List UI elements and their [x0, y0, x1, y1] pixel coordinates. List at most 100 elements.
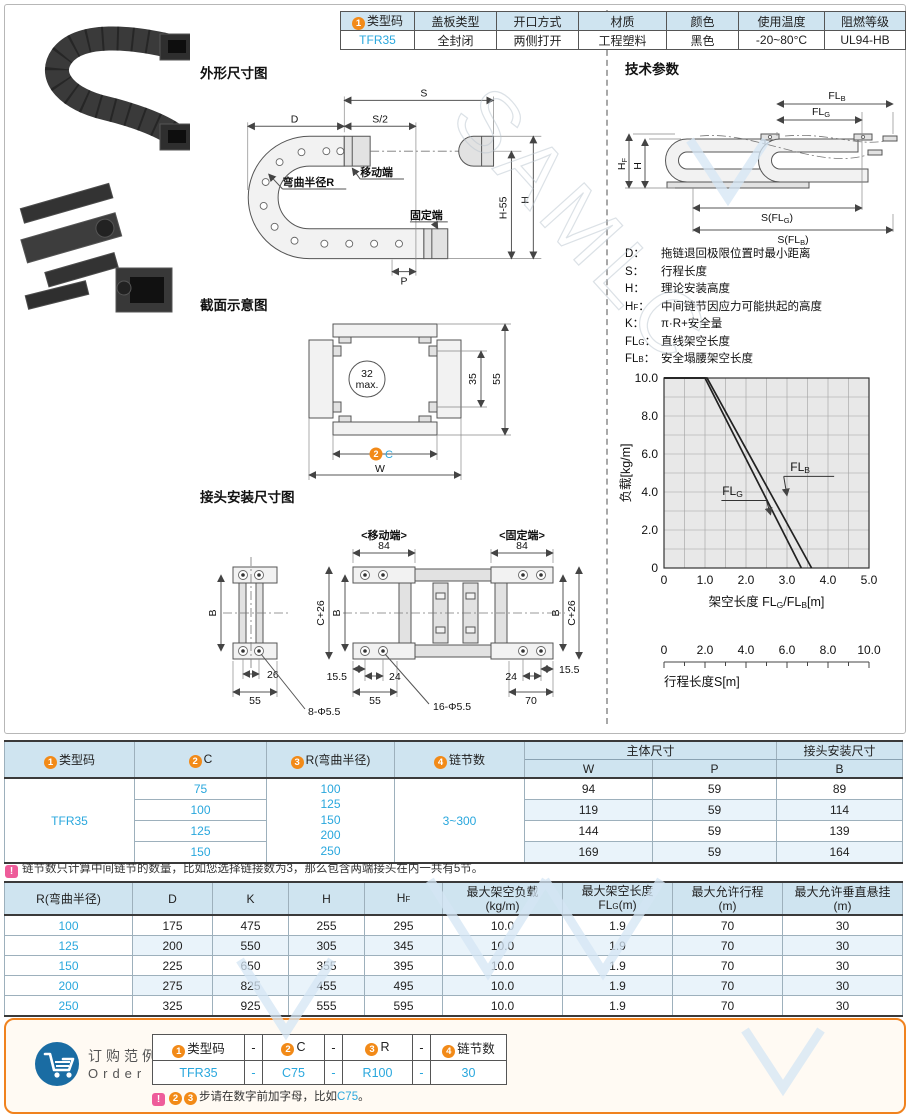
- cart-icon: [35, 1042, 79, 1086]
- definition-row: FLB：安全塌腰架空长度: [625, 353, 753, 365]
- header-cell: HF: [364, 881, 443, 916]
- dim-c26-left: C+26: [315, 600, 327, 626]
- dim-84-right: 84: [516, 540, 528, 552]
- dim-70: 70: [525, 695, 537, 707]
- header-cell: 开口方式: [496, 11, 579, 31]
- dim-p: P: [400, 277, 407, 288]
- cross-c-label: C: [385, 449, 393, 461]
- link-count-cell[interactable]: 3~300: [394, 777, 525, 864]
- header-cell: -: [412, 1034, 431, 1061]
- section-divider: [606, 10, 608, 724]
- dim-s-flg: S(FLG): [761, 212, 793, 225]
- header-cell: 盖板类型: [414, 11, 497, 31]
- header-cell: -: [324, 1034, 343, 1061]
- cell: 59: [651, 841, 778, 864]
- r-value-cell[interactable]: 150: [4, 955, 133, 976]
- cross-section-diagram: 32 max. 35 55 2 C W: [308, 323, 511, 480]
- cell: 10.0: [442, 955, 563, 976]
- cross-circle-max: max.: [356, 379, 379, 391]
- cell: 119: [524, 799, 653, 821]
- order-value-cell[interactable]: -: [324, 1060, 343, 1085]
- cell: 169: [524, 841, 653, 864]
- cell: 114: [776, 799, 904, 821]
- circled-number-icon: 3: [365, 1042, 379, 1056]
- cell: 345: [364, 935, 443, 956]
- svg-text:FLG: FLG: [722, 484, 743, 499]
- svg-text:8.0: 8.0: [820, 643, 837, 657]
- cell: 30: [782, 935, 903, 956]
- header-cell: 最大允许垂直悬挂(m): [782, 881, 903, 916]
- c-value-cell[interactable]: 125: [134, 820, 267, 842]
- dim-24-right: 24: [505, 671, 517, 683]
- circled-number-icon: 1: [351, 17, 365, 30]
- dim-h55: H-55: [498, 196, 509, 219]
- cell: 495: [364, 975, 443, 996]
- cell[interactable]: TFR35: [340, 30, 415, 50]
- dim-tech-h: H: [632, 162, 644, 170]
- svg-text:2.0: 2.0: [738, 573, 755, 587]
- order-title-cn: 订购范例: [88, 1048, 160, 1064]
- header-cell: 最大允许行程(m): [672, 881, 783, 916]
- cell: UL94-HB: [824, 30, 906, 50]
- r-value-cell[interactable]: 250: [4, 995, 133, 1017]
- dim-flb: FLB: [828, 90, 845, 103]
- cell: 295: [364, 914, 443, 936]
- cell: 30: [782, 955, 903, 976]
- svg-text:4.0: 4.0: [820, 573, 837, 587]
- definition-row: FLG：直线架空长度: [625, 335, 730, 348]
- r-value-cell[interactable]: 125: [4, 935, 133, 956]
- cell: 595: [364, 995, 443, 1017]
- upper-section-border: [4, 4, 906, 734]
- header-cell: 最大架空负载(kg/m): [442, 881, 563, 916]
- type-code-cell[interactable]: TFR35: [4, 777, 135, 864]
- svg-text:0: 0: [661, 643, 668, 657]
- sub-header-cell: P: [651, 759, 778, 779]
- dim-24-left: 24: [389, 671, 401, 683]
- r-value-cell[interactable]: 100: [4, 914, 133, 936]
- header-cell: K: [212, 881, 289, 916]
- dim-s-half: S/2: [372, 114, 388, 125]
- cell: 455: [288, 975, 365, 996]
- dim-55: 55: [491, 373, 503, 385]
- svg-text:2.0: 2.0: [697, 643, 714, 657]
- order-value-cell[interactable]: C75: [262, 1060, 325, 1085]
- outline-diagram: S D S/2 P H-55 H 移动端 弯曲半径R 固定端: [246, 88, 542, 288]
- dim-h: H: [520, 196, 531, 204]
- order-value-cell[interactable]: 30: [430, 1060, 507, 1085]
- cell: 工程塑料: [578, 30, 667, 50]
- order-value-cell[interactable]: -: [412, 1060, 431, 1085]
- order-value-cell[interactable]: TFR35: [152, 1060, 245, 1085]
- svg-text:0: 0: [651, 561, 658, 575]
- circled-number-icon: 1: [43, 755, 57, 769]
- circled-number-icon: 2: [169, 1092, 182, 1105]
- definition-row: K：π·R+安全量: [625, 318, 723, 330]
- cell: 305: [288, 935, 365, 956]
- dim-phi16: 16-Φ5.5: [433, 701, 471, 713]
- c-value-cell[interactable]: 150: [134, 841, 267, 864]
- order-value-cell[interactable]: -: [244, 1060, 263, 1085]
- c-value-cell[interactable]: 75: [134, 777, 267, 800]
- dim-d: D: [291, 114, 299, 125]
- dim-flg: FLG: [812, 106, 830, 119]
- cell: 925: [212, 995, 289, 1017]
- svg-text:10.0: 10.0: [635, 371, 659, 385]
- circled-number-icon: 3: [184, 1092, 197, 1105]
- c-value-cell[interactable]: 100: [134, 799, 267, 821]
- sub-header-cell: W: [524, 759, 653, 779]
- r-value-cell[interactable]: 200: [4, 975, 133, 996]
- cell: 70: [672, 955, 783, 976]
- circled-number-icon: 2: [188, 754, 202, 768]
- warning-icon: !: [152, 1093, 165, 1106]
- cell: -20~80°C: [738, 30, 825, 50]
- cell: 59: [651, 820, 778, 842]
- order-value-cell[interactable]: R100: [342, 1060, 413, 1085]
- definition-row: H：理论安装高度: [625, 283, 730, 295]
